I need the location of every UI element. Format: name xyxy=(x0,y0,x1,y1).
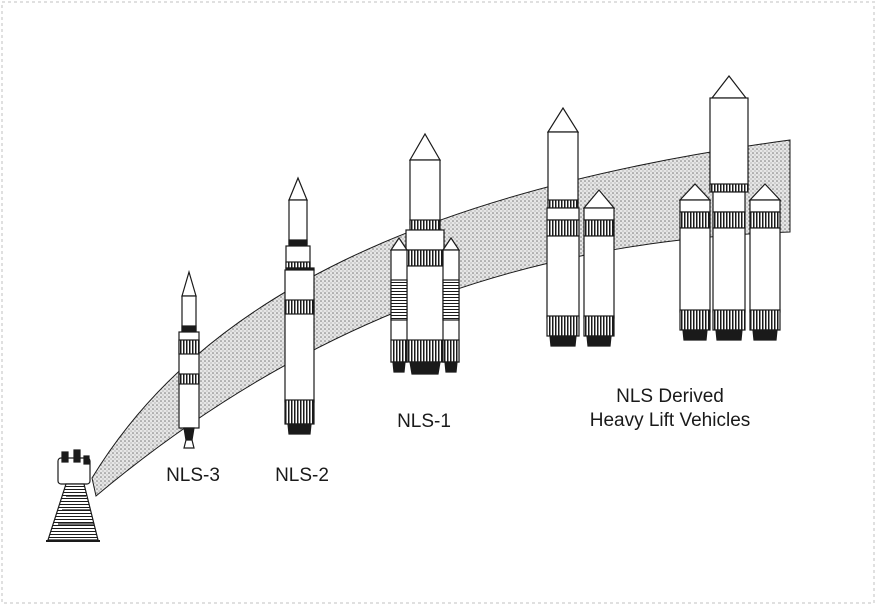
hlv-two-core-rocket xyxy=(546,106,616,347)
nls2-rocket xyxy=(284,176,315,435)
label-hlv-line2: Heavy Lift Vehicles xyxy=(590,410,751,431)
label-nls2: NLS-2 xyxy=(275,465,329,486)
label-hlv-line1: NLS Derived xyxy=(616,386,724,407)
nls3-rocket xyxy=(178,269,200,449)
nls1-rocket xyxy=(389,132,461,375)
rocket-engine-icon xyxy=(46,449,100,542)
hlv-three-core-rocket xyxy=(678,75,782,341)
label-nls3: NLS-3 xyxy=(166,465,220,486)
label-nls1: NLS-1 xyxy=(397,411,451,432)
